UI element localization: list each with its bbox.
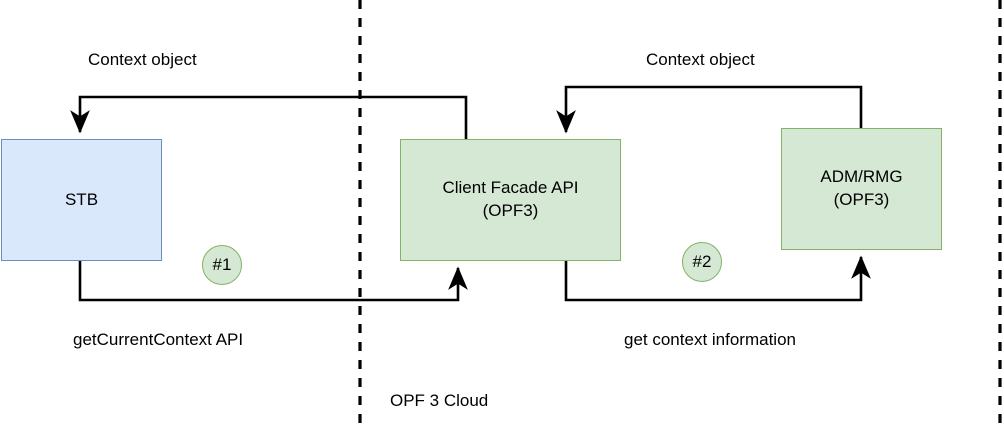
edge-get-context-information [564, 255, 871, 302]
badge-step-1[interactable]: #1 [202, 245, 242, 285]
edge-label-get-current-context-api: getCurrentContext API [73, 330, 244, 349]
node-stb-label: STB [64, 189, 99, 209]
badge-step-1-label: #1 [212, 255, 232, 274]
cloud-zone-label: OPF 3 Cloud [390, 391, 489, 410]
node-client-facade-api[interactable]: Client Facade API (OPF3) [400, 139, 621, 261]
badge-step-2[interactable]: #2 [682, 242, 722, 282]
node-client-facade-api-label: Client Facade API (OPF3) [442, 178, 579, 220]
edge-label-get-context-information: get context information [624, 330, 796, 349]
badge-step-2-label: #2 [692, 252, 712, 271]
edge-get-current-context-api [78, 261, 468, 302]
edge-context-object-right [556, 85, 863, 134]
node-adm-rmg[interactable]: ADM/RMG (OPF3) [781, 128, 942, 250]
edge-label-context-object-left: Context object [88, 50, 197, 69]
node-stb[interactable]: STB [1, 139, 162, 261]
edge-label-context-object-right: Context object [646, 50, 755, 69]
edge-context-object-left [70, 95, 468, 139]
node-adm-rmg-label: ADM/RMG (OPF3) [820, 167, 903, 209]
